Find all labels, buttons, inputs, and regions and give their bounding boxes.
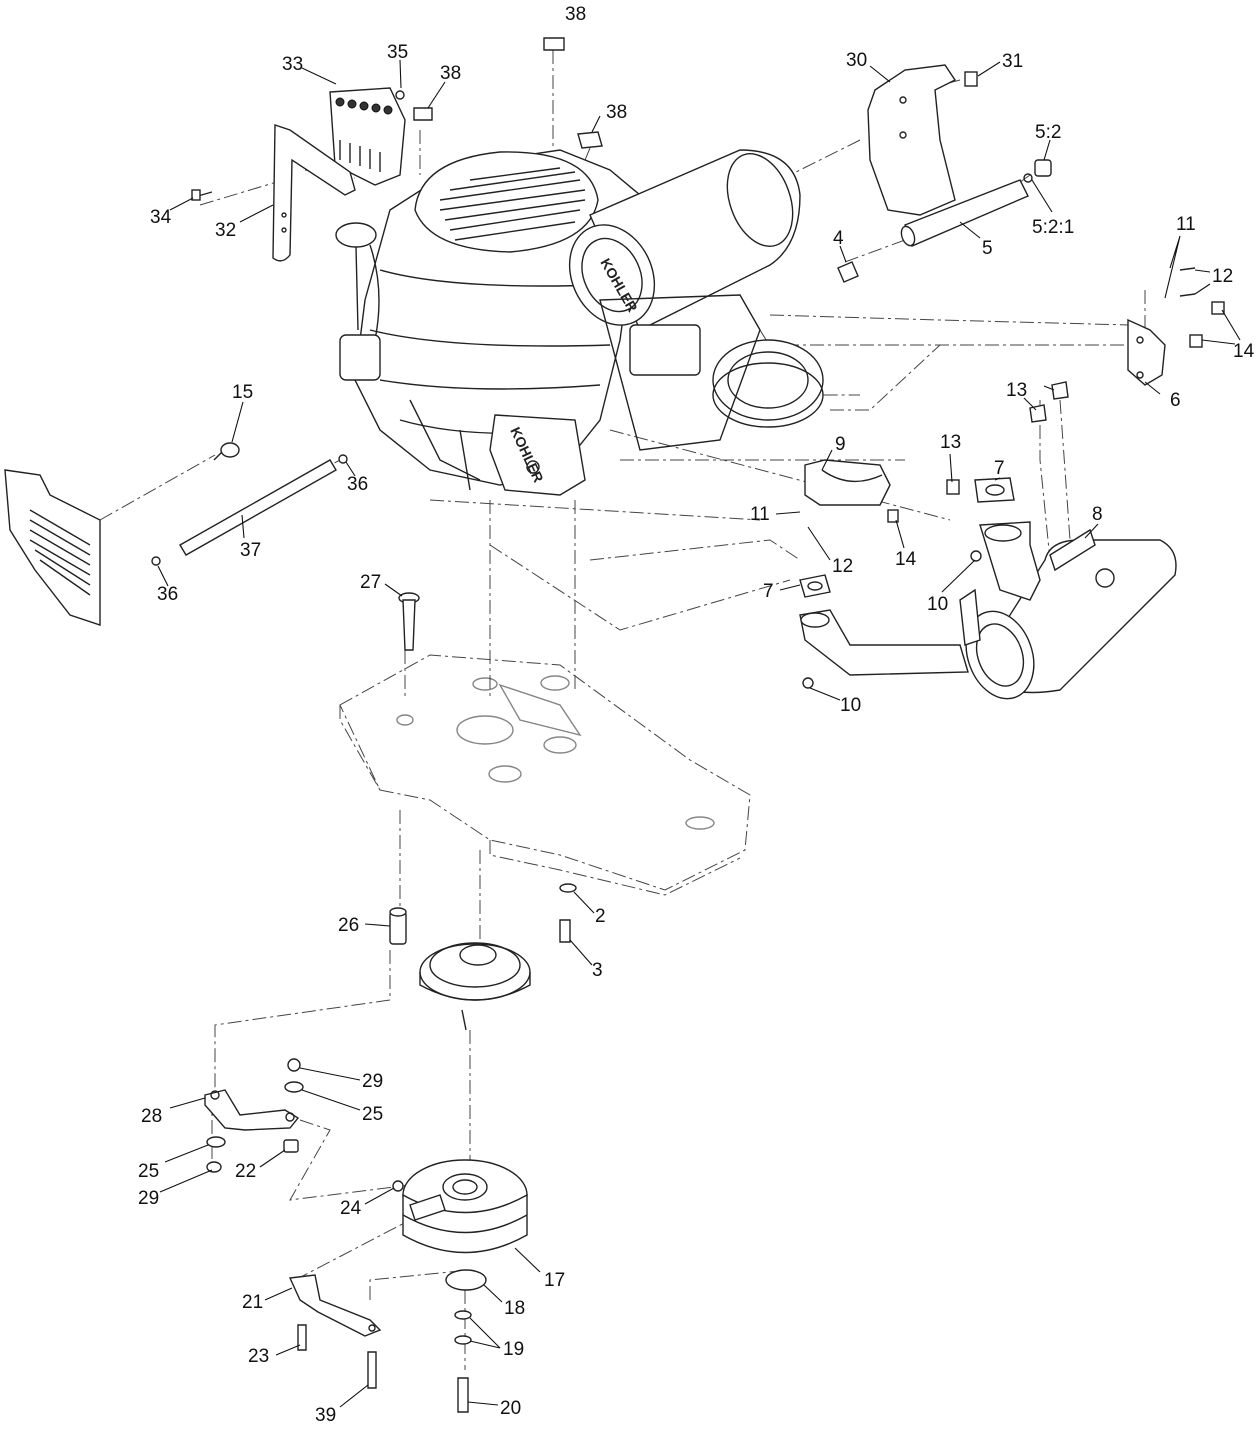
callout-27: 27 (360, 572, 381, 593)
lower-hardware (204, 592, 577, 1413)
callout-11-mid: 11 (750, 504, 770, 525)
callout-38-left: 38 (440, 63, 461, 84)
callout-8: 8 (1092, 504, 1103, 525)
callout-23: 23 (248, 1346, 269, 1367)
heat-shield-and-dipstick-tube (837, 64, 1052, 283)
callout-26: 26 (338, 915, 359, 936)
callout-9: 9 (835, 434, 846, 455)
callout-15: 15 (232, 382, 253, 403)
callout-5-2: 5:2 (1035, 122, 1061, 143)
callout-14-top: 14 (1233, 341, 1255, 362)
regulator-and-bracket (191, 37, 603, 262)
callout-31: 31 (1002, 51, 1023, 72)
callout-19: 19 (503, 1339, 524, 1360)
callout-38-mid: 38 (606, 102, 627, 123)
callout-34: 34 (150, 207, 172, 228)
callout-36-top: 36 (347, 474, 368, 495)
callout-28: 28 (141, 1106, 162, 1127)
callout-29-left: 29 (138, 1188, 159, 1209)
engine-assembly: KOHLER KOHLER (335, 149, 824, 496)
callout-13-mid: 13 (940, 432, 961, 453)
muffler-assembly (799, 381, 1177, 700)
callout-21: 21 (242, 1292, 263, 1313)
leader-lines (157, 59, 1241, 1408)
callout-22: 22 (235, 1161, 256, 1182)
callout-7-left: 7 (763, 581, 774, 602)
callout-12-top: 12 (1212, 266, 1233, 287)
callout-24: 24 (340, 1198, 362, 1219)
callout-14-mid: 14 (895, 549, 917, 570)
callout-5-2-1: 5:2:1 (1032, 217, 1074, 238)
callout-36-bottom: 36 (157, 584, 178, 605)
callout-7-right: 7 (994, 458, 1005, 479)
callout-17: 17 (544, 1270, 565, 1291)
callout-10-left: 10 (840, 695, 861, 716)
callout-10-right: 10 (927, 594, 948, 615)
callout-25-left: 25 (138, 1161, 159, 1182)
callout-29-right: 29 (362, 1071, 383, 1092)
callout-39: 39 (315, 1405, 336, 1426)
callout-13-right: 13 (1006, 380, 1027, 401)
callout-18: 18 (504, 1298, 525, 1319)
callout-11-top: 11 (1176, 214, 1196, 235)
callout-5: 5 (982, 238, 993, 259)
callout-3: 3 (592, 960, 603, 981)
callout-2: 2 (595, 906, 606, 927)
callout-20: 20 (500, 1398, 521, 1419)
callout-12-mid: 12 (832, 556, 853, 577)
callout-6: 6 (1170, 390, 1181, 411)
frame-plate (339, 654, 751, 896)
callout-37: 37 (240, 540, 261, 561)
callout-35: 35 (387, 42, 408, 63)
callout-32: 32 (215, 220, 236, 241)
muffler-bracket-right (1127, 267, 1225, 386)
callout-25-right: 25 (362, 1104, 383, 1125)
callout-labels: 38 35 33 38 38 34 32 30 31 5:2 5:2:1 5 4… (138, 4, 1255, 1426)
left-shroud-and-rod (4, 442, 348, 626)
callout-38-top: 38 (565, 4, 586, 25)
callout-4: 4 (833, 228, 844, 249)
callout-33: 33 (282, 54, 303, 75)
callout-30: 30 (846, 50, 867, 71)
